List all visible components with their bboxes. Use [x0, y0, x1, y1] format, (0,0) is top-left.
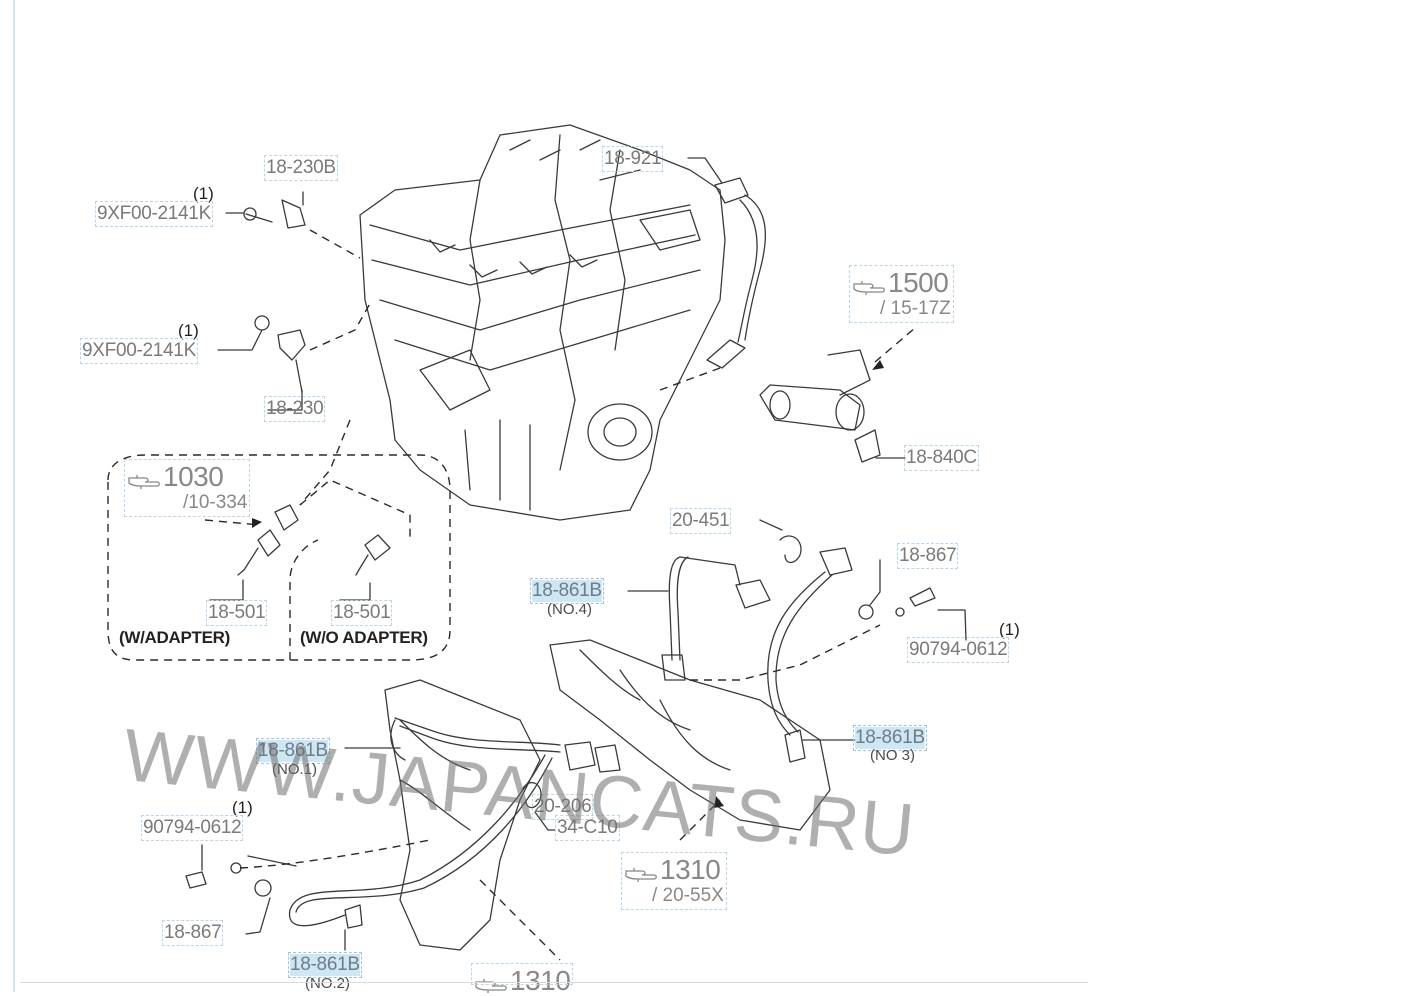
reference-link-1500[interactable]: 1500 / 15-17Z	[849, 265, 954, 323]
reference-subpage: / 20-55X	[652, 885, 724, 906]
variant-label-with-adapter: (W/ADAPTER)	[119, 628, 230, 647]
part-label-18-861B-no2[interactable]: 18-861B	[288, 952, 362, 978]
part-label-34-C10[interactable]: 34-C10	[555, 815, 620, 841]
left-border	[13, 0, 15, 992]
part-label-18-230B[interactable]: 18-230B	[264, 155, 338, 181]
position-label-no4: (NO.4)	[547, 601, 592, 618]
reference-subpage: /10-334	[183, 492, 248, 513]
quantity-label: (1)	[193, 184, 214, 203]
part-label-20-451[interactable]: 20-451	[669, 508, 732, 534]
part-label-18-861B-no1[interactable]: 18-861B	[256, 738, 330, 764]
pointing-hand-icon	[853, 280, 885, 295]
part-label-18-501-with-adapter[interactable]: 18-501	[205, 600, 268, 626]
quantity-label: (1)	[178, 321, 199, 340]
part-label-18-840C[interactable]: 18-840C	[904, 445, 979, 471]
part-label-18-501-without-adapter[interactable]: 18-501	[330, 600, 393, 626]
part-label-9XF00-2141K-top[interactable]: 9XF00-2141K	[95, 201, 213, 227]
reference-number: 1310	[510, 965, 571, 996]
reference-link-1310-bottom[interactable]: 1310	[470, 963, 574, 996]
reference-link-1030[interactable]: 1030 /10-334	[123, 459, 251, 517]
part-label-9XF00-2141K-bottom[interactable]: 9XF00-2141K	[80, 338, 198, 364]
bottom-border	[20, 982, 1088, 983]
pointing-hand-icon	[625, 867, 657, 882]
part-label-18-861B-no3[interactable]: 18-861B	[853, 725, 927, 751]
part-label-18-230[interactable]: 18-230	[263, 396, 326, 422]
variant-label-without-adapter: (W/O ADAPTER)	[300, 628, 428, 647]
part-label-90794-0612-left[interactable]: 90794-0612	[140, 815, 244, 841]
engine-block-outline	[359, 124, 726, 521]
position-label-no3: (NO 3)	[870, 747, 915, 764]
pointing-hand-icon	[475, 978, 507, 993]
position-label-no1: (NO.1)	[272, 761, 317, 778]
quantity-label: (1)	[232, 798, 253, 817]
position-label-no2: (NO.2)	[305, 975, 350, 992]
reference-number: 1310	[660, 854, 721, 885]
part-label-18-867-right[interactable]: 18-867	[896, 543, 959, 569]
part-label-18-867-left[interactable]: 18-867	[161, 920, 224, 946]
part-label-90794-0612-right[interactable]: 90794-0612	[906, 637, 1010, 663]
reference-link-1310[interactable]: 1310 / 20-55X	[621, 852, 727, 910]
part-label-18-861B-no4[interactable]: 18-861B	[530, 578, 604, 604]
reference-subpage: / 15-17Z	[880, 298, 951, 319]
reference-number: 1030	[163, 461, 224, 492]
part-label-20-206[interactable]: 20-206	[531, 794, 594, 820]
quantity-label: (1)	[999, 620, 1020, 639]
pointing-hand-icon	[128, 474, 160, 489]
part-label-18-921[interactable]: 18-921	[601, 146, 664, 172]
reference-number: 1500	[888, 267, 949, 298]
